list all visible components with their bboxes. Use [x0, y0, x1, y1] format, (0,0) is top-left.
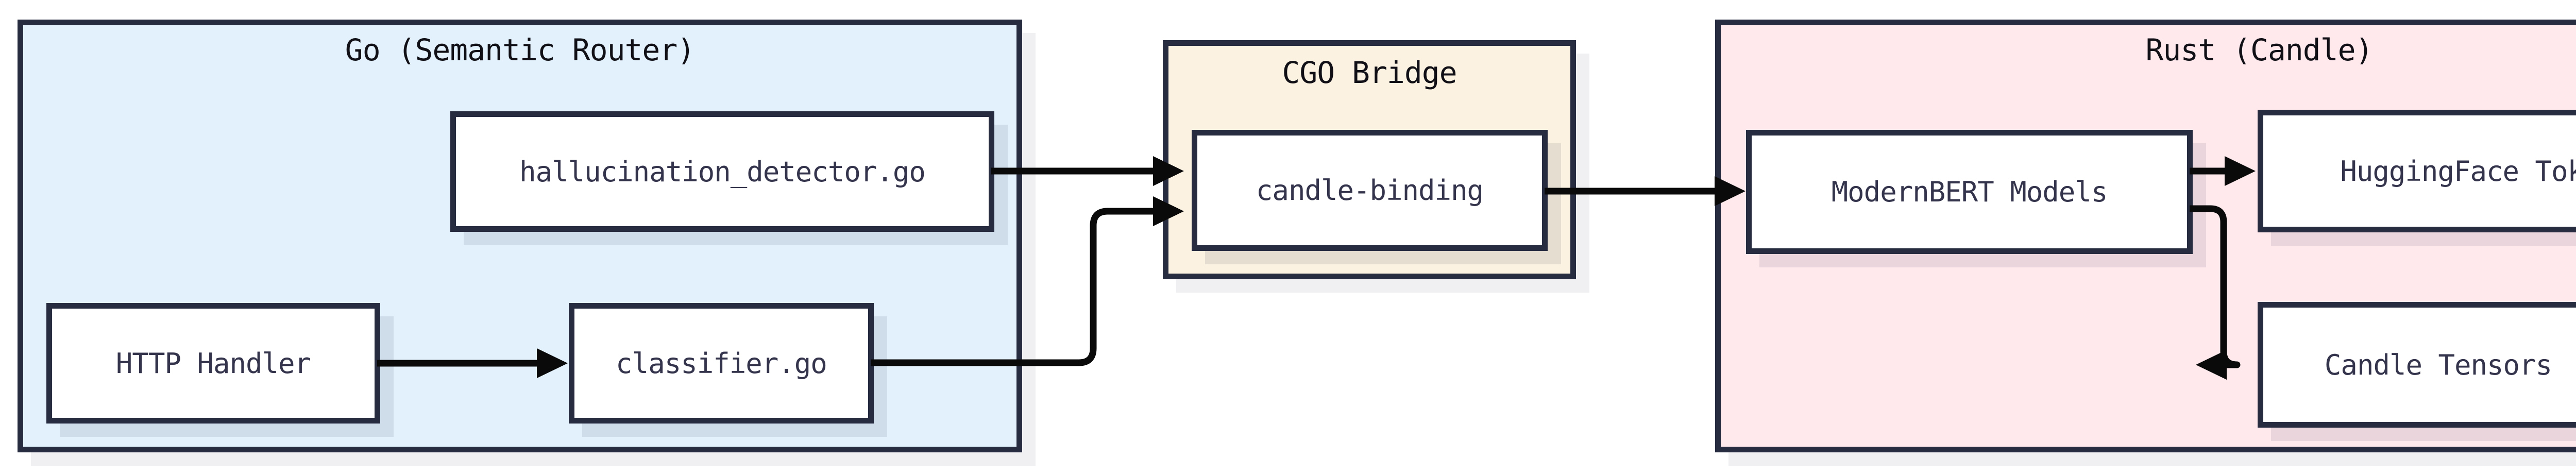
node-candle-binding: candle-binding: [1192, 130, 1548, 251]
node-candle-binding-label: candle-binding: [1256, 174, 1484, 207]
container-rust-title: Rust (Candle): [2145, 32, 2374, 67]
node-huggingface-tokenizers-label: HuggingFace Tokenizers: [2340, 155, 2576, 188]
node-hallucination-detector-label: hallucination_detector.go: [519, 155, 926, 188]
node-candle-tensors: Candle Tensors: [2258, 302, 2576, 428]
node-http-handler: HTTP Handler: [46, 303, 380, 424]
node-modernbert-models-label: ModernBERT Models: [1831, 176, 2108, 208]
node-hallucination-detector: hallucination_detector.go: [450, 111, 994, 232]
node-candle-tensors-label: Candle Tensors: [2324, 348, 2552, 381]
node-classifier: classifier.go: [569, 303, 874, 424]
node-huggingface-tokenizers: HuggingFace Tokenizers: [2258, 110, 2576, 232]
container-go-title: Go (Semantic Router): [345, 32, 695, 67]
node-http-handler-label: HTTP Handler: [115, 347, 311, 380]
node-classifier-label: classifier.go: [616, 347, 827, 380]
container-cgo-title: CGO Bridge: [1282, 55, 1457, 90]
node-modernbert-models: ModernBERT Models: [1746, 130, 2193, 254]
